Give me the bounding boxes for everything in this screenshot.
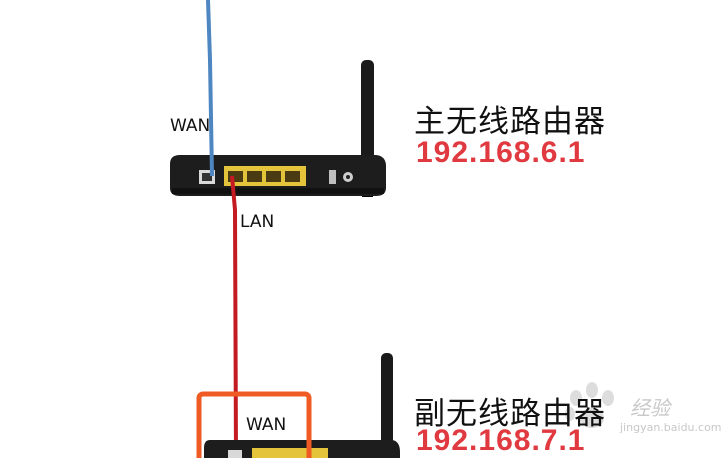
sub-router-antenna bbox=[381, 353, 393, 458]
sub-router-ip: 192.168.7.1 bbox=[416, 424, 586, 457]
lan-cable bbox=[230, 175, 238, 459]
sub-router-wan-label: WAN bbox=[246, 415, 287, 435]
main-router-wan-label: WAN bbox=[170, 116, 211, 136]
wan-cable bbox=[206, 0, 214, 177]
watermark-url: jingyan.baidu.com bbox=[620, 421, 721, 434]
watermark-brand: 经验 bbox=[630, 396, 670, 420]
sub-router-highlight-box bbox=[196, 391, 312, 462]
baidu-paw-icon bbox=[565, 382, 614, 428]
main-router-ip: 192.168.6.1 bbox=[416, 136, 586, 169]
sub-router-name: 副无线路由器 bbox=[414, 396, 606, 432]
main-router-name: 主无线路由器 bbox=[414, 104, 606, 140]
main-router bbox=[170, 60, 386, 197]
main-router-power-switch bbox=[329, 170, 336, 184]
sub-router bbox=[204, 353, 400, 458]
main-router-lan-label: LAN bbox=[240, 212, 275, 232]
